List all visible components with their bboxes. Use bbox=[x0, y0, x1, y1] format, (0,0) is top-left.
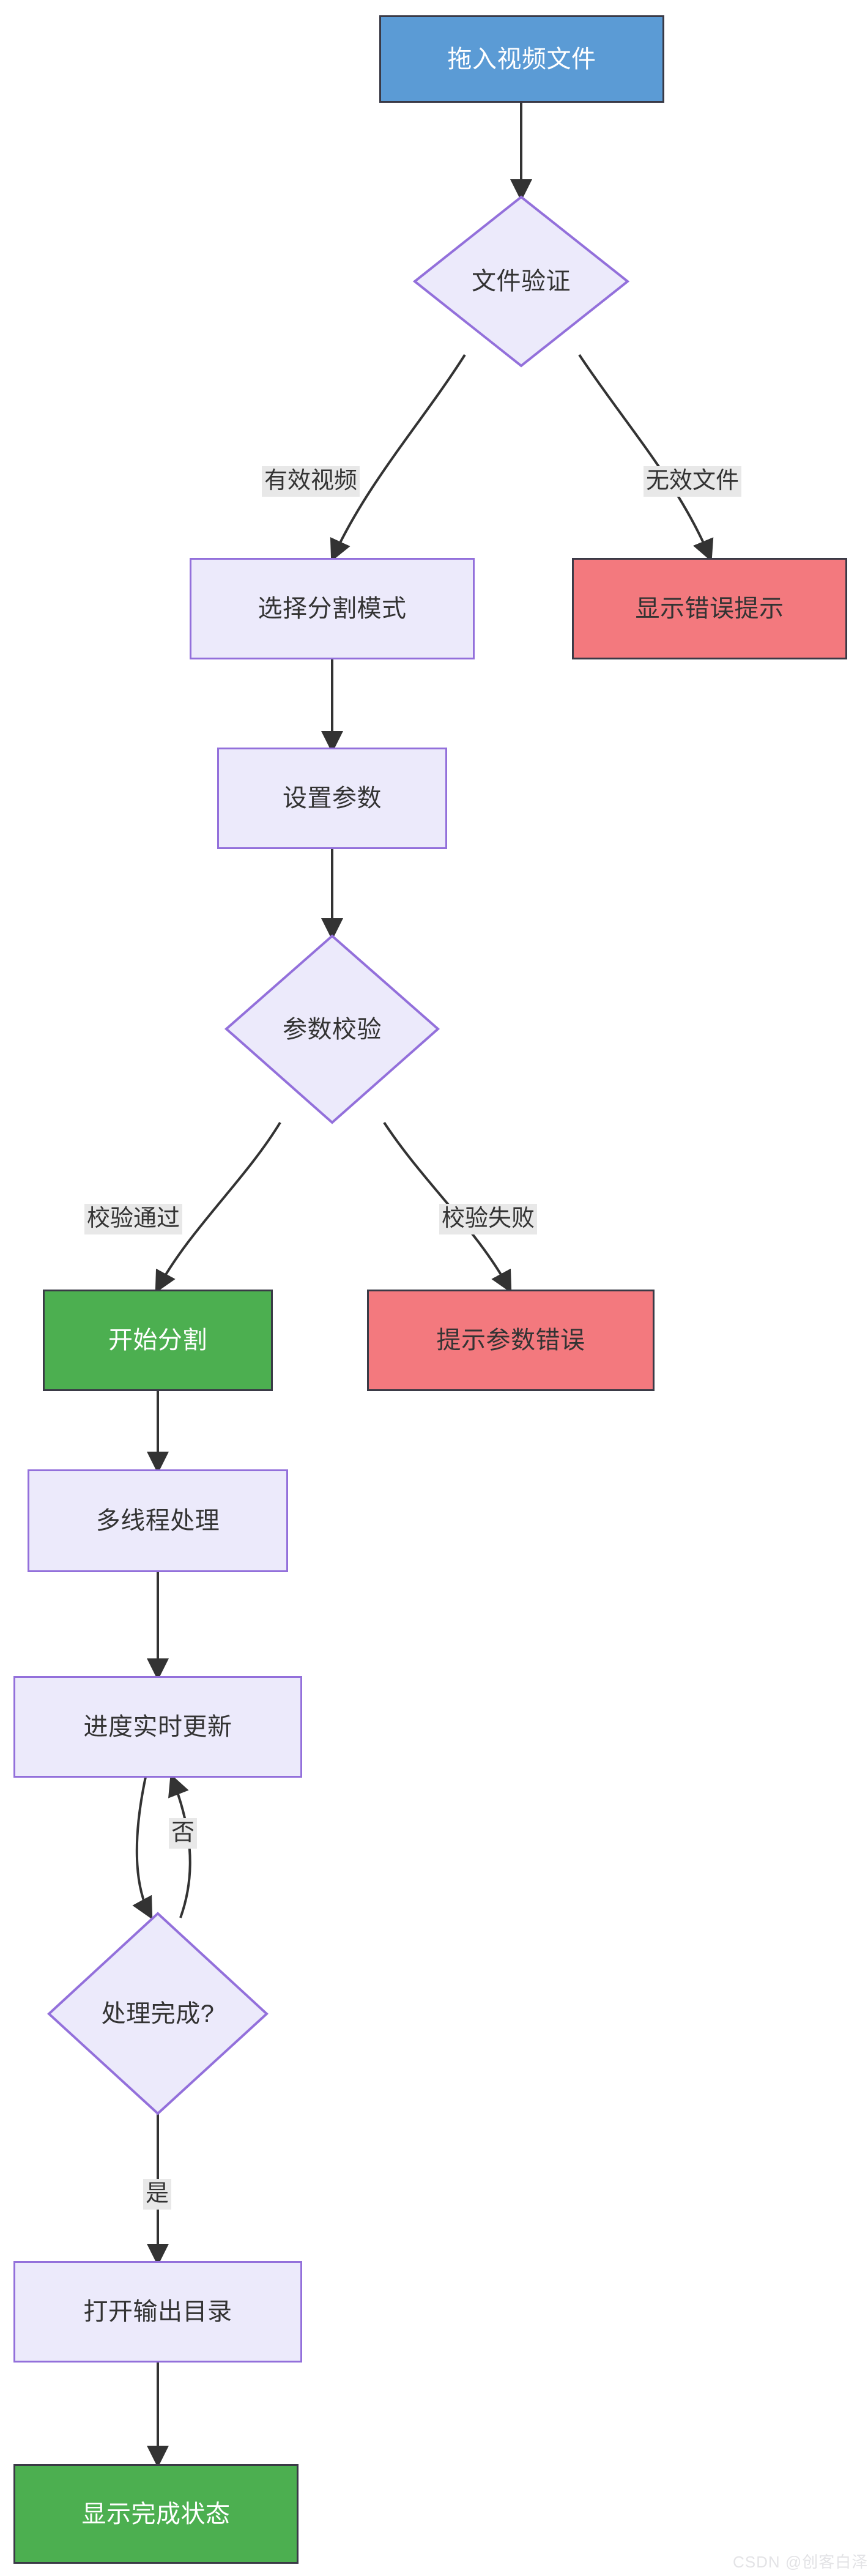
edge-label-invalid-file: 无效文件 bbox=[644, 466, 742, 497]
node-select-split-mode[interactable]: 选择分割模式 bbox=[190, 558, 475, 659]
node-label: 显示错误提示 bbox=[635, 595, 784, 622]
node-label: 选择分割模式 bbox=[258, 595, 407, 622]
node-set-parameters[interactable]: 设置参数 bbox=[217, 748, 447, 849]
node-drag-video-file[interactable]: 拖入视频文件 bbox=[379, 15, 664, 103]
node-start-split[interactable]: 开始分割 bbox=[43, 1290, 273, 1391]
csdn-watermark: CSDN @创客白泽 bbox=[733, 2553, 868, 2571]
edge-label-check-pass: 校验通过 bbox=[84, 1204, 183, 1234]
diamond-process-done bbox=[47, 1912, 269, 2115]
node-label: 进度实时更新 bbox=[83, 1713, 232, 1740]
node-label: 显示完成状态 bbox=[81, 2500, 231, 2528]
node-open-output-directory[interactable]: 打开输出目录 bbox=[13, 2261, 302, 2363]
node-parameter-check[interactable]: 参数校验 bbox=[226, 936, 438, 1123]
edge-label-valid-video: 有效视频 bbox=[262, 466, 360, 497]
diamond-file-validation bbox=[412, 195, 630, 368]
node-label: 开始分割 bbox=[108, 1327, 207, 1354]
diamond-param-check bbox=[224, 934, 440, 1124]
node-label: 参数校验 bbox=[283, 1015, 382, 1043]
edge-label-check-fail: 校验失败 bbox=[439, 1204, 538, 1234]
node-label: 处理完成? bbox=[101, 2000, 215, 2027]
node-label: 多线程处理 bbox=[95, 1507, 220, 1534]
node-label: 文件验证 bbox=[472, 268, 571, 295]
node-label: 设置参数 bbox=[283, 785, 382, 812]
node-show-completion-status[interactable]: 显示完成状态 bbox=[13, 2464, 299, 2564]
node-label: 拖入视频文件 bbox=[447, 45, 596, 73]
node-label: 提示参数错误 bbox=[436, 1327, 585, 1354]
node-prompt-parameter-error[interactable]: 提示参数错误 bbox=[367, 1290, 655, 1391]
node-multithread-processing[interactable]: 多线程处理 bbox=[28, 1469, 288, 1572]
node-progress-realtime-update[interactable]: 进度实时更新 bbox=[13, 1676, 302, 1778]
node-file-validation[interactable]: 文件验证 bbox=[415, 197, 628, 366]
edge-label-yes: 是 bbox=[143, 2179, 172, 2210]
edge-label-no: 否 bbox=[169, 1818, 198, 1849]
node-show-error-message[interactable]: 显示错误提示 bbox=[572, 558, 847, 659]
node-label: 打开输出目录 bbox=[83, 2298, 232, 2325]
node-processing-complete[interactable]: 处理完成? bbox=[49, 1913, 267, 2114]
